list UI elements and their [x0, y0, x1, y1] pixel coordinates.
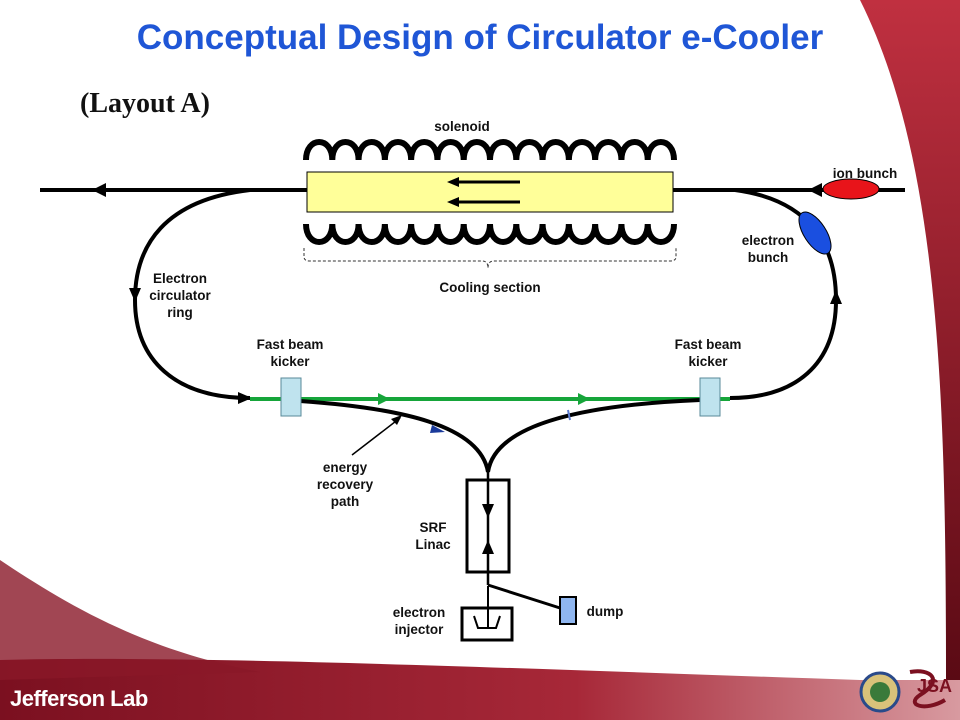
fast-beam-kicker-left-label: Fast beam kicker	[256, 337, 324, 369]
frame-bottom-left-swoosh	[0, 560, 260, 680]
linac-arrow-up	[482, 540, 494, 554]
energy-recovery-curve-right	[486, 398, 701, 473]
ring-arrow-left-bottom	[238, 392, 252, 404]
energy-recovery-label: energy recovery path	[316, 460, 374, 509]
solenoid-coils-top	[303, 139, 677, 161]
srf-linac-label: SRF Linac	[415, 520, 451, 552]
energy-recovery-curve-left	[299, 399, 490, 473]
ion-bunch	[822, 178, 880, 200]
jsa-swoosh-icon	[909, 669, 947, 709]
solenoid-label: solenoid	[434, 119, 490, 134]
fast-beam-kicker-left	[280, 377, 302, 417]
fast-beam-kicker-right-label: Fast beam kicker	[674, 337, 742, 369]
page-title: Conceptual Design of Circulator e-Cooler	[136, 18, 824, 57]
cooling-section-bracket	[303, 248, 677, 269]
beam-dump	[559, 596, 577, 625]
solenoid-coil-loops-top	[303, 139, 677, 161]
solenoid-coil-loops-bottom	[303, 223, 677, 245]
frame-right-swoosh	[860, 0, 960, 680]
ion-bunch-label: ion bunch	[832, 166, 898, 181]
layout-subtitle: (Layout A)	[80, 88, 210, 119]
frame-bottom-band	[0, 658, 960, 720]
ring-arrow-left	[129, 288, 141, 302]
solenoid-coils-bottom	[303, 223, 677, 245]
dump-label: dump	[586, 604, 624, 619]
electron-arrow-upper-head	[447, 177, 459, 187]
electron-bunch-label: electron bunch	[741, 233, 795, 265]
fast-beam-kicker-right	[699, 377, 721, 417]
recovery-blue-arrow-1	[430, 425, 445, 433]
electron-bunch	[798, 211, 832, 255]
linac-arrow-down	[482, 504, 494, 518]
energy-recovery-pointer	[351, 417, 401, 456]
beam-arrow-right	[808, 183, 822, 197]
beam-arrow-left	[92, 183, 106, 197]
electron-arrow-lower-head	[447, 197, 459, 207]
cooling-section-label: Cooling section	[439, 280, 541, 295]
energy-recovery-pointer-head	[391, 415, 402, 425]
ring-arrow-right	[830, 290, 842, 304]
green-arrow-2	[578, 393, 590, 405]
electron-injector-label: electron injector	[392, 605, 446, 637]
circulator-ring-label: Electron circulator ring	[149, 271, 211, 320]
doe-seal-inner-icon	[870, 682, 890, 702]
dump-line	[487, 583, 561, 610]
jefferson-lab-logo: Jefferson Lab	[10, 686, 148, 711]
green-arrow-1	[378, 393, 390, 405]
jsa-logo: JSA	[917, 676, 953, 696]
recovery-blue-tick	[567, 409, 571, 421]
cooling-solenoid-body	[306, 171, 674, 213]
